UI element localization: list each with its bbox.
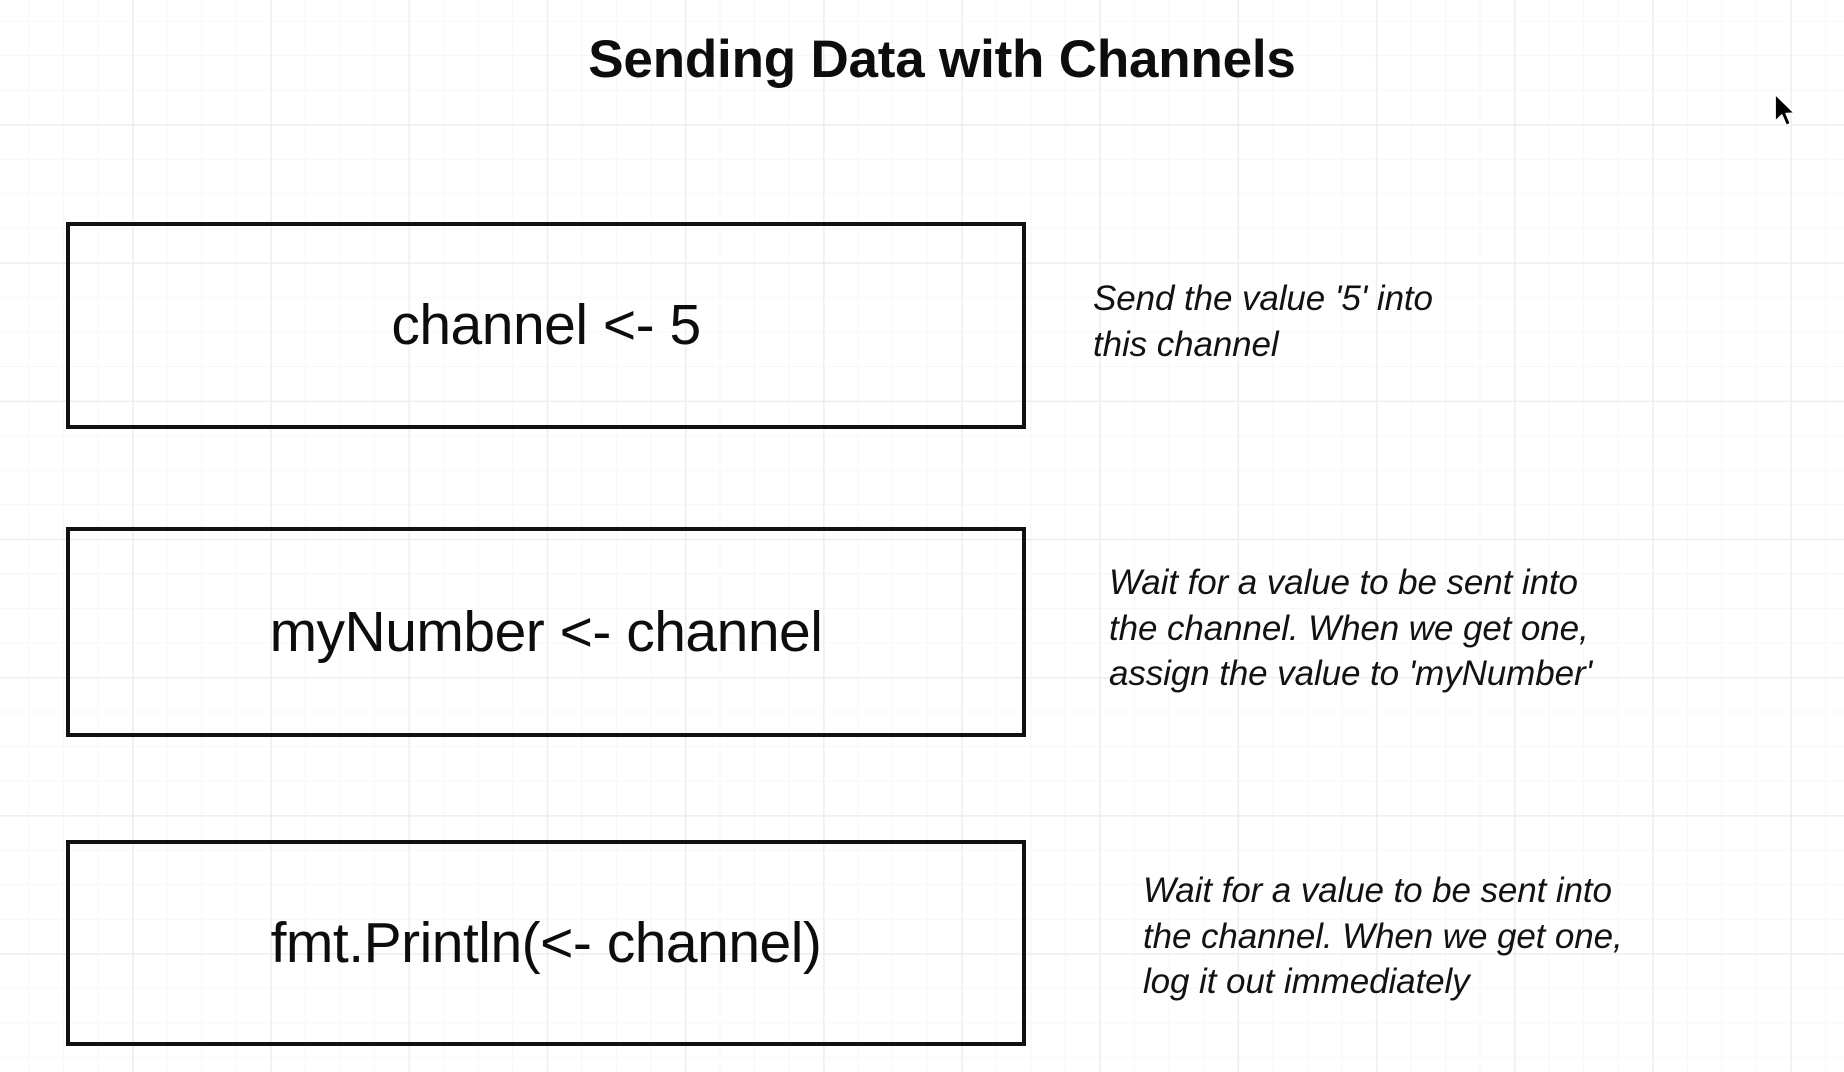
annotation-3: Wait for a value to be sent into the cha… xyxy=(1143,871,1623,1001)
code-text-2: myNumber <- channel xyxy=(269,599,823,664)
code-box-2[interactable]: myNumber <- channel xyxy=(66,527,1026,737)
annotation-1: Send the value '5' into this channel xyxy=(1093,279,1433,364)
code-text-3: fmt.Println(<- channel) xyxy=(270,910,822,975)
mouse-pointer-icon xyxy=(1774,93,1796,127)
annotation-2: Wait for a value to be sent into the cha… xyxy=(1109,563,1593,693)
code-box-1[interactable]: channel <- 5 xyxy=(66,222,1026,429)
code-box-3[interactable]: fmt.Println(<- channel) xyxy=(66,840,1026,1046)
page-title: Sending Data with Channels xyxy=(588,30,1296,89)
code-text-1: channel <- 5 xyxy=(391,293,701,357)
